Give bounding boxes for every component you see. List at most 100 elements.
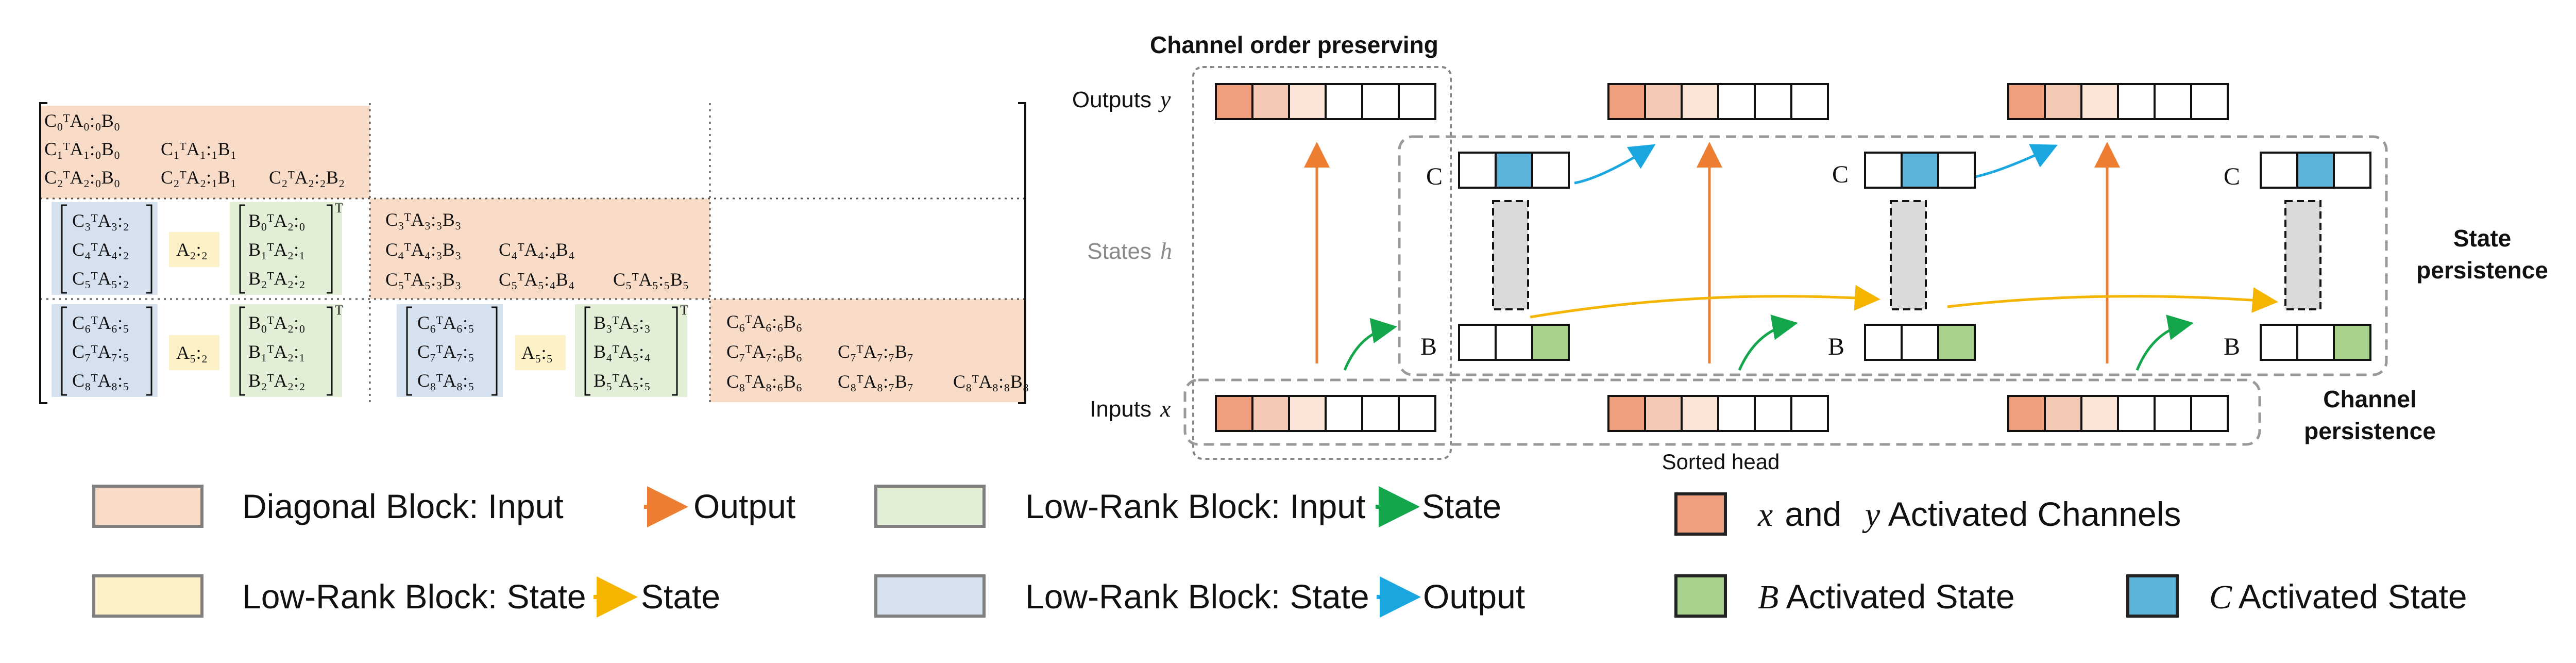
m-r3-b21: B₄ᵀA₅:₄: [594, 341, 651, 362]
input-strip-3-cell-5: [2190, 395, 2229, 432]
states-label: States: [1087, 239, 1151, 264]
b-strip-1-cell-2: [1531, 324, 1570, 361]
m-r3-t1: T: [335, 303, 343, 318]
output-strip-3-cell-4: [2154, 83, 2192, 120]
m-r2-c1: C₄ᵀA₄:₂: [72, 239, 129, 260]
legend-lr-ss-to: State: [641, 577, 720, 616]
legend-xy-var1: x: [1757, 496, 1773, 534]
legend-swatch-lr-so: [874, 574, 986, 618]
input-strip-3-cell-4: [2154, 395, 2192, 432]
sorted-head-label: Sorted head: [1662, 450, 1780, 474]
legend-swatch-lr-ss: [92, 574, 204, 618]
output-strip-3-cell-1: [2044, 83, 2082, 120]
input-strip-1-cell-4: [1361, 395, 1400, 432]
lowrank-c-block-r3b: [397, 304, 503, 397]
legend-diag-label: Diagonal Block: Input: [242, 487, 564, 525]
m-r3-b1: B₁ᵀA₂:₁: [248, 341, 306, 362]
state-persistence-line1: State: [2453, 225, 2511, 252]
semiseparable-matrix: C₀ᵀA₀:₀B₀ C₁ᵀA₁:₀B₀ C₁ᵀA₁:₁B₁ C₂ᵀA₂:₀B₀ …: [39, 102, 1029, 404]
output-strip-2-cell-2: [1681, 83, 1719, 120]
arrow-state-state-2: [1947, 287, 2278, 313]
state-persistence-frame: [1398, 135, 2388, 376]
legend: Diagonal Block: Input Output Low-Rank Bl…: [92, 485, 2467, 618]
input-strip-3-cell-1: [2044, 395, 2082, 432]
output-strip-2-cell-0: [1607, 83, 1646, 120]
m-r3-c2: C₈ᵀA₈:₅: [72, 370, 129, 391]
output-strip-1-cell-2: [1288, 83, 1327, 120]
c-strip-3-cell-0: [2260, 152, 2298, 189]
output-strip-1-cell-5: [1398, 83, 1436, 120]
channel-persistence-line2: persistence: [2304, 418, 2436, 444]
m-r1-5: C₂ᵀA₂:₂B₂: [269, 167, 345, 188]
arrow-in-state-2: [1738, 314, 1798, 371]
bracket-c-r3b: [406, 306, 498, 396]
m-r3-b2: B₂ᵀA₂:₂: [248, 370, 306, 391]
state-bar-3: [2284, 200, 2321, 310]
c-strip-1-cell-0: [1458, 152, 1497, 189]
m-r3-a2: A₅:₅: [521, 342, 553, 363]
legend-c-rest: Activated State: [2231, 577, 2467, 616]
lowrank-b-block-r3a: [230, 304, 342, 397]
m-r1-3: C₂ᵀA₂:₀B₀: [44, 167, 120, 188]
arrow-in-state-1: [1343, 318, 1397, 371]
m-r2-c2: C₅ᵀA₅:₂: [72, 268, 129, 289]
bracket-c-r2: [61, 204, 152, 294]
c-strip-1-cell-2: [1531, 152, 1570, 189]
output-strip-2-cell-5: [1790, 83, 1829, 120]
bracket-b-r2: [239, 204, 333, 294]
legend-xy-and: and: [1775, 495, 1851, 533]
m-r2-d4: C₅ᵀA₅:₄B₄: [499, 269, 574, 290]
m-r1-1: C₁ᵀA₁:₀B₀: [44, 139, 120, 159]
c-label-1: C: [1426, 163, 1443, 190]
diag-block-1: [40, 106, 370, 198]
m-r3-b22: B₅ᵀA₅:₅: [594, 370, 651, 391]
inputs-label: Inputs: [1090, 396, 1151, 422]
output-strip-1-cell-3: [1325, 83, 1363, 120]
legend-swatch-xy: [1674, 492, 1727, 536]
legend-xy-var2: y: [1862, 496, 1880, 534]
legend-lr-so-label: Low-Rank Block: State: [1025, 577, 1369, 616]
input-strip-3-cell-2: [2080, 395, 2119, 432]
m-r3-c1: C₇ᵀA₇:₅: [72, 341, 129, 362]
m-r2-b1: B₁ᵀA₂:₁: [248, 239, 306, 260]
legend-lr-in-label: Low-Rank Block: Input: [1025, 487, 1365, 525]
state-bar-1: [1492, 200, 1529, 310]
b-strip-3-cell-2: [2333, 324, 2371, 361]
lowrank-c-block-r2: [52, 202, 158, 295]
output-strip-1-cell-4: [1361, 83, 1400, 120]
output-strip-2-cell-3: [1717, 83, 1756, 120]
m-r3-d1: C₇ᵀA₇:₆B₆: [726, 341, 802, 362]
input-strip-1-cell-3: [1325, 395, 1363, 432]
legend-diag-to: Output: [693, 487, 795, 525]
input-strip-1-cell-5: [1398, 395, 1436, 432]
lowrank-c-block-r3a: [52, 304, 158, 397]
output-strip-3-cell-2: [2080, 83, 2119, 120]
diagram-title: Channel order preserving: [1150, 31, 1438, 58]
legend-lr-ss-label: Low-Rank Block: State: [242, 577, 586, 616]
states-var: h: [1160, 238, 1172, 264]
cell-strips: [1215, 83, 2371, 432]
legend-swatch-b: [1674, 574, 1727, 618]
m-r2-t: T: [335, 201, 343, 216]
arrow-state-out-2: [1970, 144, 2058, 179]
lowrank-b-block-r2: [230, 202, 342, 295]
lowrank-a-block-r2: [169, 232, 219, 267]
b-strip-2-cell-0: [1864, 324, 1903, 361]
output-strip-3-cell-3: [2117, 83, 2156, 120]
c-strip-3-cell-1: [2296, 152, 2335, 189]
b-label-2: B: [1828, 333, 1844, 360]
m-r3-d3: C₈ᵀA₈:₆B₆: [726, 371, 802, 392]
m-r3-b20: B₃ᵀA₅:₃: [594, 312, 651, 333]
c-strip-2-cell-2: [1937, 152, 1976, 189]
c-strip-2-cell-1: [1901, 152, 1939, 189]
lowrank-b-block-r3b: [575, 304, 687, 397]
state-bar-2: [1890, 200, 1927, 310]
output-strip-1-cell-0: [1215, 83, 1253, 120]
output-strip-1-cell-1: [1251, 83, 1290, 120]
c-strip-2-cell-0: [1864, 152, 1903, 189]
legend-lr-in-to: State: [1422, 487, 1501, 525]
m-r3-c20: C₆ᵀA₆:₅: [417, 312, 474, 333]
b-strip-2-cell-1: [1901, 324, 1939, 361]
